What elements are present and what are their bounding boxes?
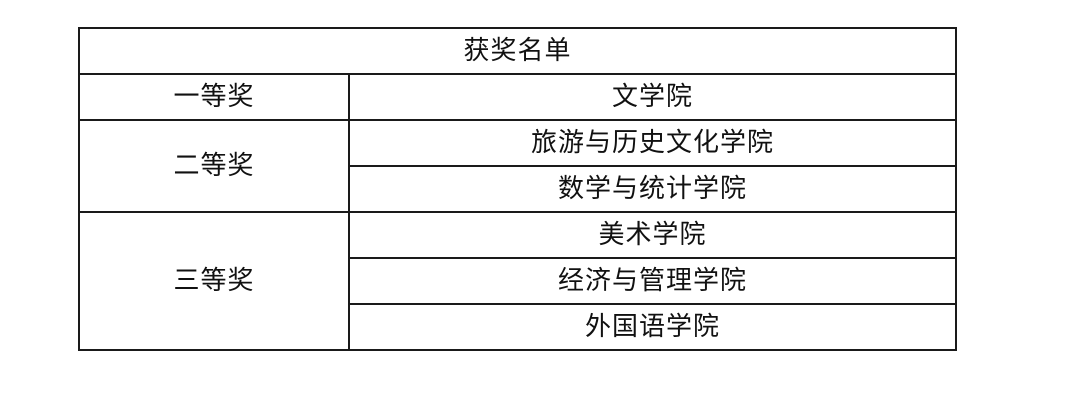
award-level-first: 一等奖 [78,73,350,121]
table-title-row: 获奖名单 [77,27,958,75]
table-row: 外国语学院 [79,303,958,351]
table-row: 数学与统计学院 [79,165,958,213]
table-row: 二等奖 旅游与历史文化学院 [78,119,958,213]
table-row: 三等奖 美术学院 [78,211,958,351]
table-row: 经济与管理学院 [79,257,958,305]
college-name: 文学院 [347,73,958,121]
award-level-third: 三等奖 [78,211,350,351]
college-name: 经济与管理学院 [347,257,958,305]
college-name: 数学与统计学院 [347,165,958,213]
college-name: 美术学院 [347,211,958,259]
table-title: 获奖名单 [77,27,958,75]
college-name: 旅游与历史文化学院 [347,119,958,167]
college-name: 外国语学院 [347,303,958,351]
table-row: 一等奖 文学院 [78,73,958,121]
award-list-table: 获奖名单 一等奖 文学院 二等奖 旅游与历史文化学院 数学与统计学院 三等奖 美… [77,27,958,351]
award-level-second: 二等奖 [78,119,350,213]
